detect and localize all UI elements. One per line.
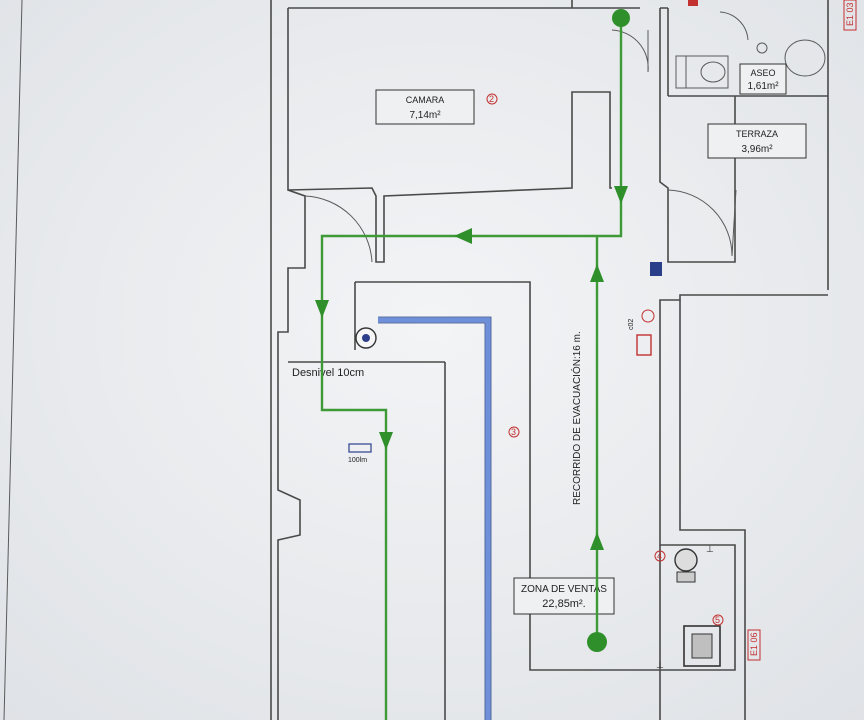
terraza-door-leaf — [731, 189, 737, 257]
marker-5: 5 — [715, 615, 720, 625]
electrical-panel-icon — [683, 625, 721, 667]
extinguisher-code: c02 — [628, 319, 635, 330]
aseo-drain-icon — [756, 42, 768, 54]
sales-zone-area: 22,85m². — [542, 598, 585, 610]
route-arrow-down-top — [614, 186, 628, 204]
sales-zone-walls — [288, 281, 828, 720]
counter-marker: 3 — [511, 427, 516, 437]
camara-name: CAMARA — [406, 95, 445, 105]
aseo-area: 1,61m² — [747, 81, 779, 92]
side-code-bottom-box — [747, 629, 761, 661]
camara-area: 7,14m² — [409, 110, 441, 121]
terraza-area: 3,96m² — [741, 144, 773, 155]
fixture-circle-core — [362, 334, 370, 342]
light-label: 100lm — [348, 457, 367, 464]
water-heater-icon — [674, 548, 698, 572]
side-code-top-box — [843, 0, 857, 31]
counter-marker-circle — [508, 426, 520, 438]
camara-marker-circle — [486, 93, 498, 105]
camara-walls — [287, 91, 612, 263]
sales-zone-name: ZONA DE VENTAS — [521, 584, 607, 595]
route-start-top — [612, 9, 630, 27]
route-arrow-down-left — [315, 300, 329, 318]
terraza-name: TERRAZA — [736, 129, 778, 139]
top-wall — [288, 0, 668, 9]
terraza-label-box — [707, 123, 807, 159]
marker-4-circle — [654, 550, 666, 562]
electrical-panel-inner — [691, 633, 713, 659]
extinguisher-sign-icon — [650, 262, 662, 276]
drain-symbol-top: ⊥ — [706, 544, 714, 554]
aseo-toilet-bowl — [700, 61, 726, 83]
desnivel-label: Desnivel 10cm — [292, 367, 364, 379]
extinguisher-marker-icon — [641, 309, 655, 323]
side-code-bottom: E1 06 — [749, 632, 759, 656]
exterior-wall-left — [270, 0, 306, 720]
water-heater-base — [676, 571, 696, 583]
aseo-sink — [784, 39, 826, 77]
counter — [378, 317, 491, 720]
right-walls — [659, 0, 829, 720]
route-arrow-left — [454, 228, 472, 244]
route-arrow-up-mid — [590, 264, 604, 282]
side-code-top: E1 03 — [845, 2, 855, 26]
drain-symbol-bottom: ⊥ — [656, 660, 664, 670]
extinguisher-icon — [636, 334, 652, 356]
emergency-light-icon — [348, 443, 372, 453]
top-red-marker — [688, 0, 698, 6]
counter-outline — [378, 316, 492, 720]
marker-5-circle — [712, 614, 724, 626]
route-arrow-up-low — [590, 532, 604, 550]
aseo-label-box — [739, 63, 787, 95]
corridor-door-swing — [304, 195, 373, 263]
aseo-door-swing — [719, 11, 749, 41]
terraza-door-swing — [667, 189, 733, 257]
marker-4: 4 — [657, 551, 662, 561]
aseo-name: ASEO — [750, 68, 775, 78]
route-start-bottom — [587, 632, 607, 652]
evacuation-distance-label: RECORRIDO DE EVACUACIÓN:16 m. — [570, 331, 583, 505]
camara-label-box — [375, 89, 475, 125]
sheet-border-left — [3, 0, 23, 720]
route-arrow-down-main — [379, 432, 393, 450]
aseo-cistern — [675, 55, 687, 89]
camara-marker: 2 — [489, 94, 494, 104]
